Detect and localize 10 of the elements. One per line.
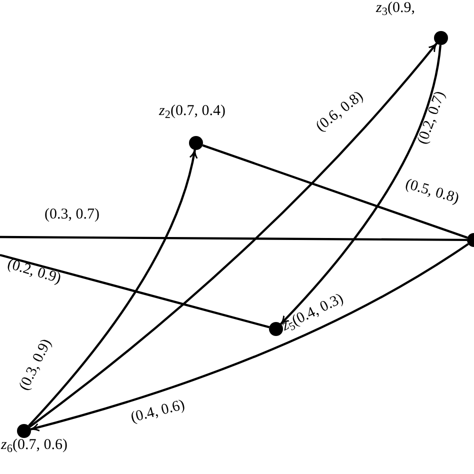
vertex-label: z$_{6}$(0.7, 0.6) — [1, 438, 68, 453]
edge-label: (0.3, 0.7) — [44, 208, 100, 222]
edge-label: (0.5, 0.8) — [404, 177, 460, 207]
edge-label: (0.2, 0.9) — [6, 257, 62, 287]
vertex-label: z$_{2}$(0.7, 0.4) — [159, 104, 226, 119]
edge-label: (0.4, 0.6) — [130, 398, 186, 426]
vertex-label: z$_{3}$(0.9, — [376, 1, 415, 16]
edge-label: (0.6, 0.8) — [314, 89, 366, 135]
edge-label: (0.2, 0.7) — [416, 90, 448, 146]
edge-label: (0.3, 0.9) — [17, 337, 55, 393]
